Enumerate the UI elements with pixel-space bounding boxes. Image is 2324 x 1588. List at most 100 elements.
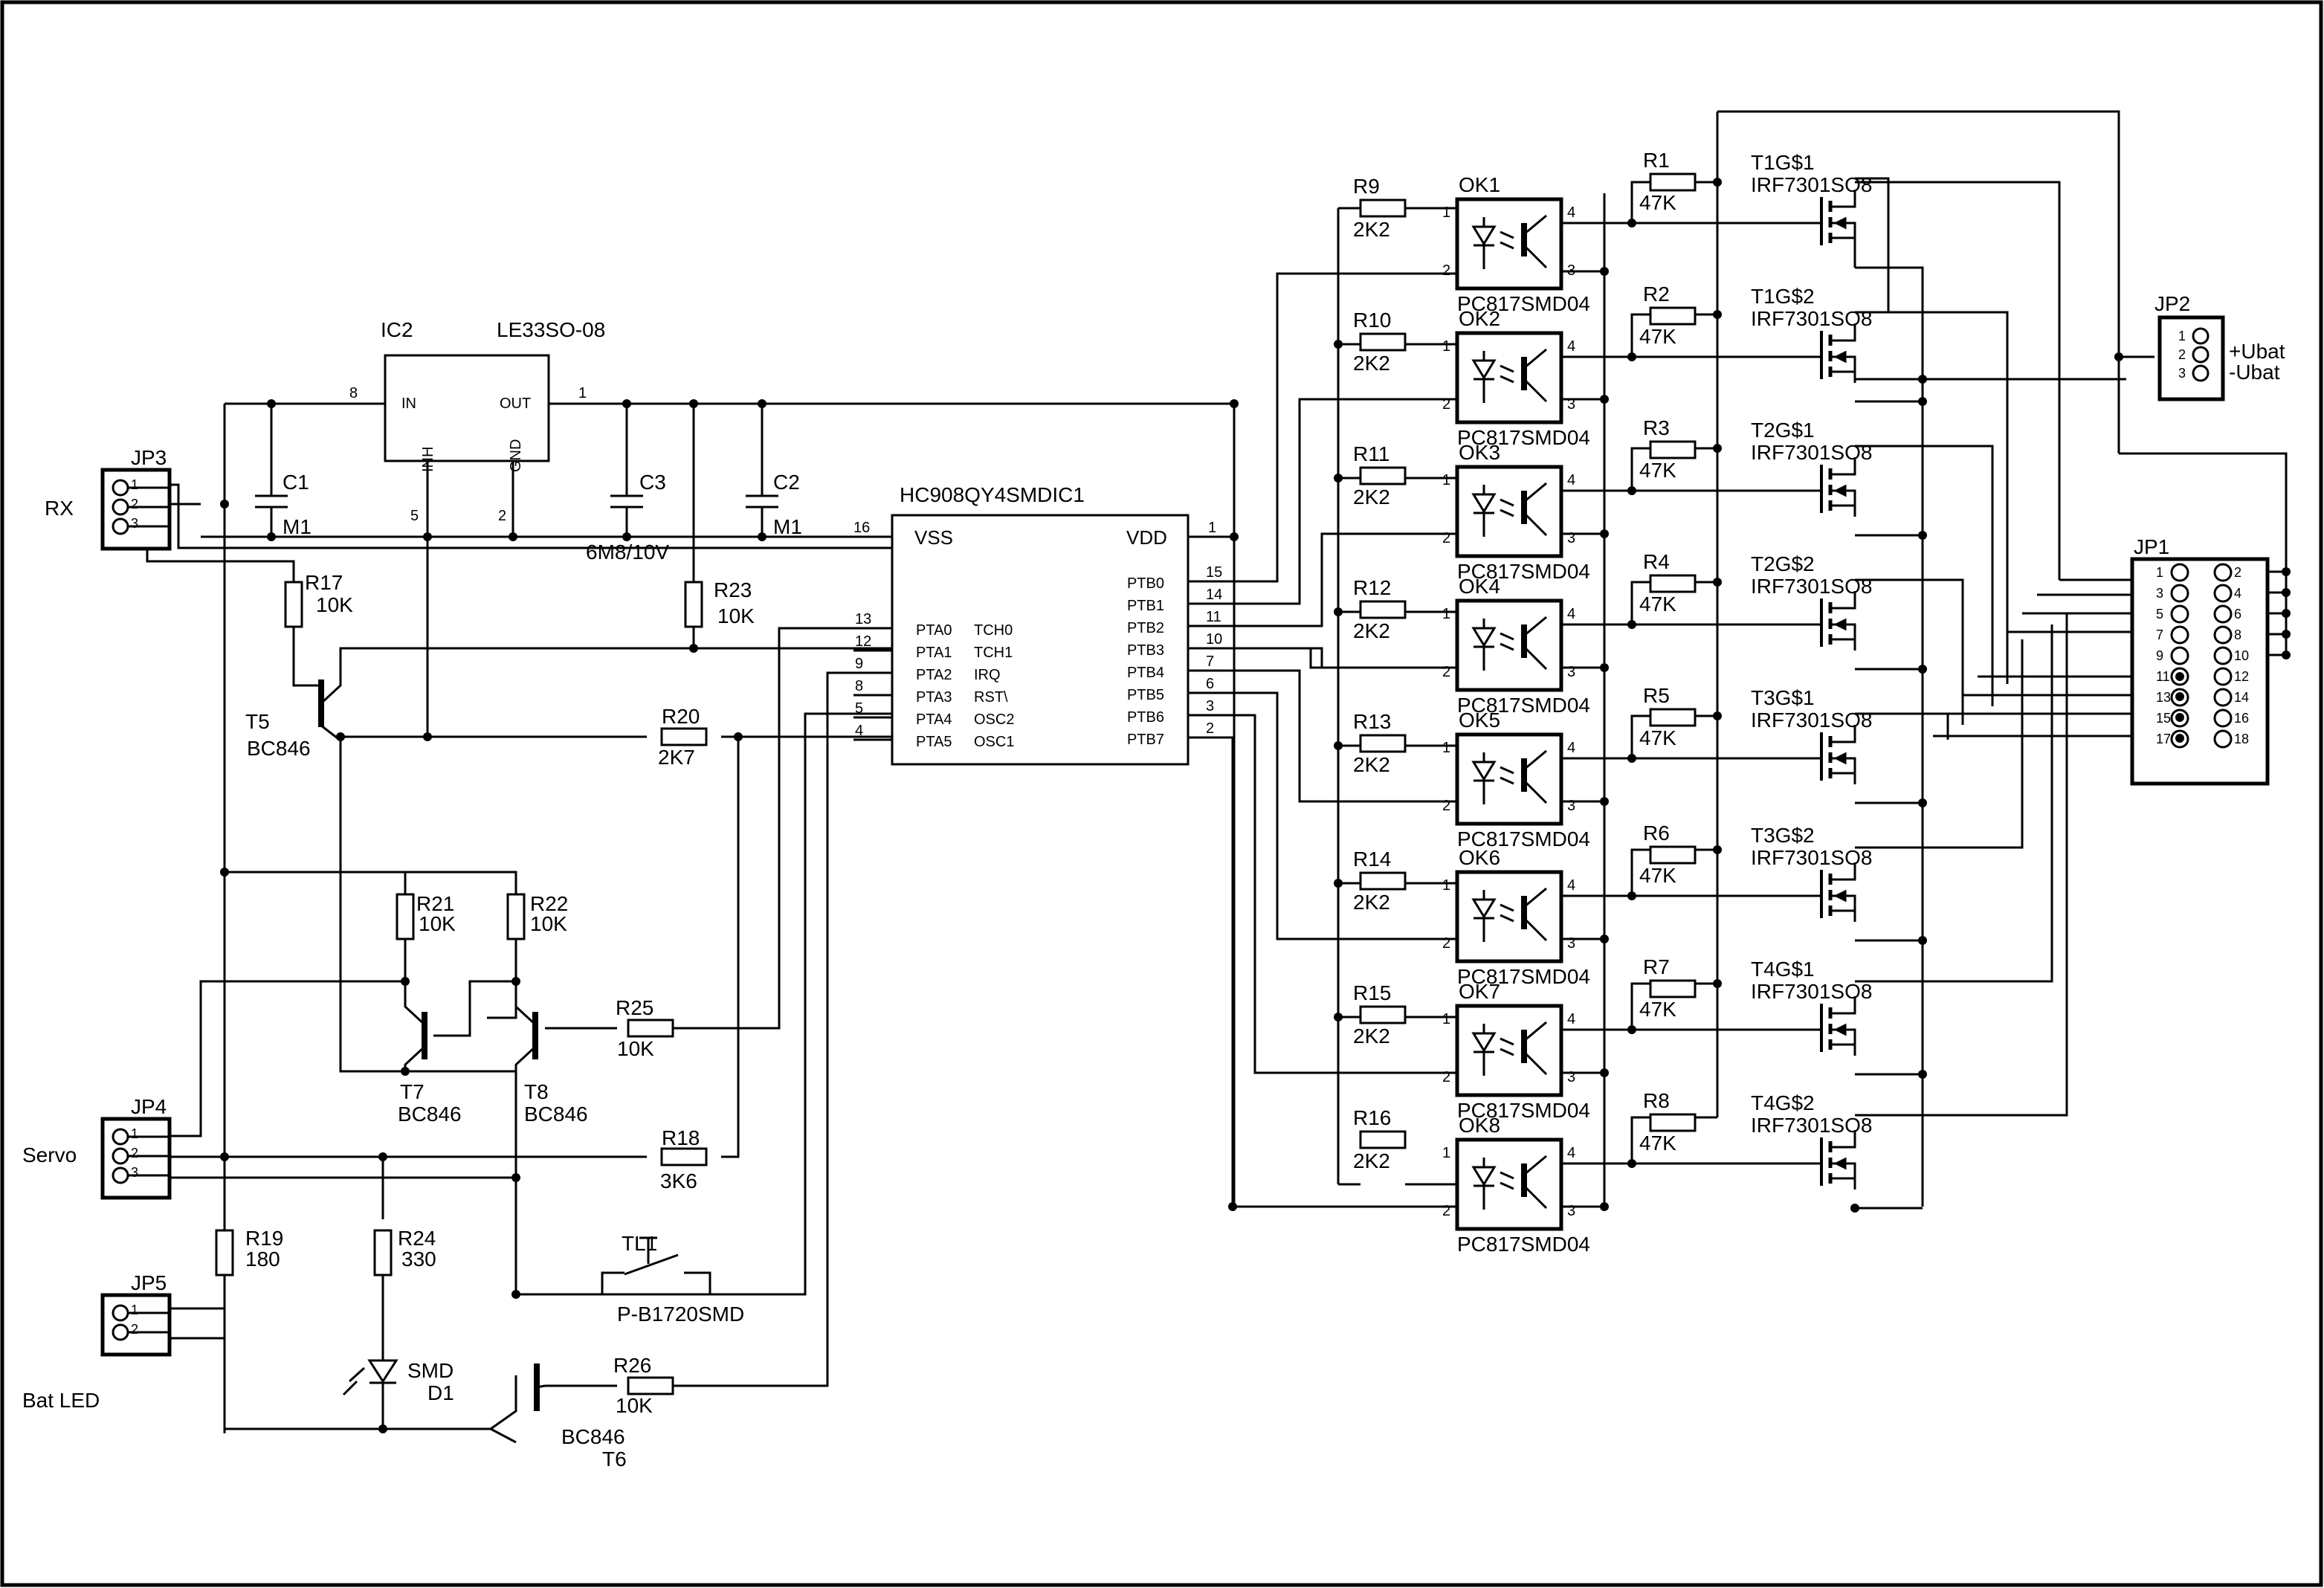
ok-part: PC817SMD04	[1457, 292, 1590, 315]
r24-value: 330	[401, 1248, 436, 1271]
jp4-pin	[112, 1147, 129, 1165]
rout-value: 47K	[1639, 325, 1676, 348]
mcu-left-pin-name: PTA4	[916, 711, 952, 728]
ok-pin-4: 4	[1567, 1011, 1575, 1027]
jp1-pin-odd	[2170, 646, 2189, 665]
ok-pin-4: 4	[1567, 472, 1575, 488]
mcu-left-pin-name: PTA3	[916, 689, 952, 706]
junction-dot	[401, 1067, 410, 1076]
mcu-left-pin-alt: IRQ	[974, 667, 1001, 683]
fet-part: IRF7301SO8	[1751, 575, 1872, 598]
junction-dot	[622, 399, 631, 408]
r19-value: 180	[245, 1248, 280, 1271]
jp5-pin	[112, 1304, 129, 1322]
jp2-body	[2157, 315, 2225, 401]
junction-dot	[1713, 711, 1722, 720]
ok-light-arrows	[1500, 766, 1514, 785]
r26-value: 10K	[616, 1394, 653, 1417]
jp1-pin-odd	[2170, 584, 2189, 603]
fet-part: IRF7301SO8	[1751, 173, 1872, 196]
junction-dot	[1850, 1204, 1859, 1213]
junction-dot	[423, 532, 432, 541]
rin-name: R10	[1353, 309, 1391, 332]
mcu-right-pin-name: PTB3	[1127, 642, 1164, 659]
ok-body	[1455, 870, 1563, 964]
rin-name: R14	[1353, 848, 1391, 871]
ok-name: OK8	[1459, 1114, 1500, 1137]
mcu-left-pin-alt: OSC2	[974, 711, 1014, 728]
junction-dot	[1627, 620, 1636, 629]
ok-pin-2: 2	[1442, 1069, 1450, 1085]
ok-pin-3: 3	[1567, 664, 1575, 680]
rin-value: 2K2	[1353, 1149, 1390, 1172]
ok-light-arrows	[1500, 498, 1514, 517]
jp1-pin-num: 18	[2234, 732, 2249, 746]
jp4-pin	[112, 1166, 129, 1184]
jp1-body	[2130, 557, 2270, 786]
junction-dot	[511, 977, 520, 986]
junction-dot	[267, 532, 276, 541]
ic2-body	[384, 354, 550, 462]
junction-dot	[1230, 399, 1239, 408]
r24-name: R24	[398, 1227, 436, 1250]
r19-body	[215, 1229, 234, 1276]
ic2-inh-label: INH	[420, 447, 436, 472]
ok-pin-3: 3	[1567, 1069, 1575, 1085]
ok-part: PC817SMD04	[1457, 694, 1590, 717]
c3-name: C3	[639, 471, 666, 494]
rout-body	[1649, 306, 1697, 326]
rout-value: 47K	[1639, 726, 1676, 749]
ic2-gnd-label: GND	[508, 439, 524, 472]
ic2-pin-in: 8	[349, 385, 358, 401]
mcu-left-pin-name: PTA1	[916, 645, 952, 661]
r18-name: R18	[662, 1126, 700, 1149]
junction-dot	[1713, 979, 1722, 988]
ok-phototransistor-leads	[1523, 1155, 1548, 1210]
jp4-pin-num: 1	[131, 1126, 138, 1141]
batled-label: Bat LED	[22, 1389, 100, 1412]
t6-part: BC846	[561, 1425, 625, 1448]
junction-dot	[1627, 352, 1636, 361]
junction-dot	[1918, 1070, 1927, 1079]
rout-value: 47K	[1639, 998, 1676, 1021]
junction-dot	[734, 732, 743, 741]
jp2-pin-num: 2	[2178, 347, 2186, 362]
junctions	[220, 178, 2291, 1433]
jp4-pin	[112, 1128, 129, 1146]
fet-arrow	[1833, 1157, 1847, 1170]
fet-name: T4G$2	[1751, 1091, 1815, 1114]
jp1-pin-num: 9	[2156, 648, 2163, 663]
mcu-pin-vdd: 1	[1208, 520, 1216, 536]
jp1-pin-num: 2	[2234, 565, 2241, 580]
rout-body	[1649, 845, 1697, 865]
mcu-left-pin-num: 8	[855, 678, 863, 694]
mcu-right-pin-name: PTB6	[1127, 709, 1164, 726]
jp1-pin-odd	[2170, 604, 2189, 624]
ok-phototransistor-leads	[1523, 482, 1548, 537]
rout-body	[1649, 172, 1697, 192]
junction-dot	[758, 399, 766, 408]
ok-part: PC817SMD04	[1457, 965, 1590, 988]
ok-light-arrows	[1500, 1171, 1514, 1190]
mcu-body	[891, 514, 1190, 766]
junction-dot	[1627, 1025, 1636, 1034]
ok-pin-4: 4	[1567, 1145, 1575, 1161]
junction-dot	[378, 1152, 387, 1161]
jp1-pin-even	[2213, 625, 2233, 645]
ok-body	[1455, 1137, 1563, 1231]
fet-arrow	[1833, 216, 1847, 230]
rout-body	[1649, 979, 1697, 998]
ok-pin-3: 3	[1567, 530, 1575, 546]
junction-dot	[401, 977, 410, 986]
junction-dot	[1713, 178, 1722, 187]
r22-name: R22	[530, 892, 568, 915]
junction-dot	[1627, 486, 1636, 495]
ic2-part: LE33SO-08	[497, 318, 605, 341]
jp1-pin-odd	[2170, 563, 2189, 582]
junction-dot	[1334, 474, 1343, 482]
ok-name: OK6	[1459, 846, 1500, 869]
jp1-pin-num: 10	[2234, 648, 2249, 663]
mcu-left-pin-num: 12	[855, 633, 871, 650]
junction-dot	[220, 868, 229, 877]
